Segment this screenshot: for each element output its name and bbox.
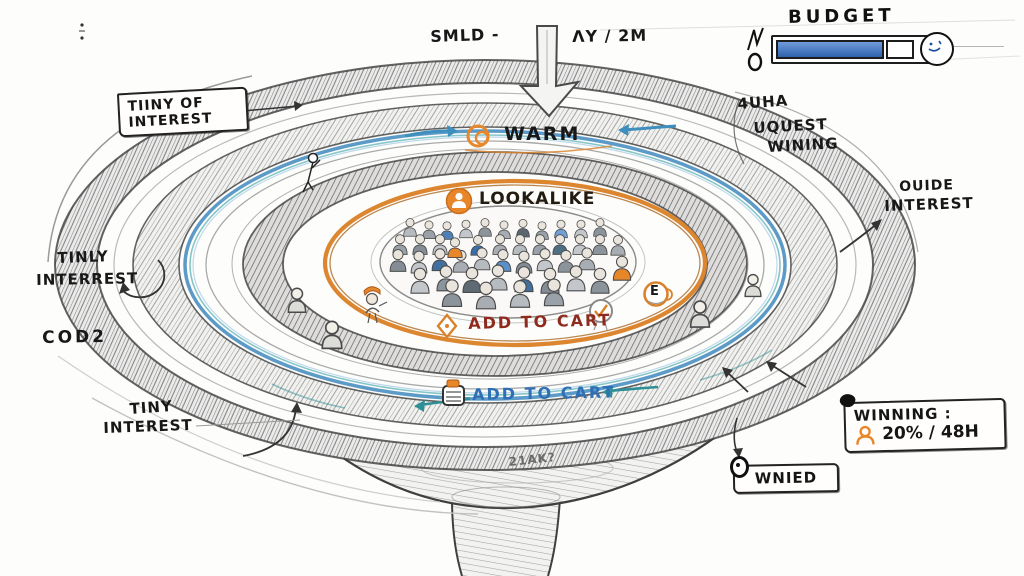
annotation-right-mid-2: WINING bbox=[767, 134, 839, 156]
budget-title: BUDGET bbox=[787, 5, 895, 28]
e-badge-icon bbox=[643, 281, 673, 307]
annotation-left-code: COD2 bbox=[42, 326, 108, 348]
pencil-rings bbox=[53, 59, 917, 471]
cart-box-icon bbox=[442, 379, 465, 406]
budget-bar-segment bbox=[886, 40, 914, 59]
warm-icon bbox=[466, 124, 490, 148]
add-to-cart-diamond-icon bbox=[436, 313, 458, 339]
top-arrow-left-label: SMLD - bbox=[430, 24, 500, 46]
e-badge-label: E bbox=[650, 284, 660, 299]
annotation-bottom-left-1: TINY bbox=[129, 396, 174, 418]
wnied-target-doodle bbox=[730, 456, 749, 478]
stick-figure-icon bbox=[302, 152, 321, 193]
wnied-label: WNIED bbox=[754, 468, 818, 488]
top-entry-arrow bbox=[518, 25, 581, 118]
add-to-cart-outer-label: ADD TO CART bbox=[472, 382, 616, 404]
add-to-cart-inner-label: ADD TO CART bbox=[468, 310, 612, 333]
lookalike-label: LOOKALIKE bbox=[479, 189, 596, 209]
budget-clock-icon bbox=[920, 32, 954, 66]
audience-crowd bbox=[287, 218, 762, 350]
winning-value: 20% / 48H bbox=[881, 422, 980, 445]
annotation-arrows bbox=[79, 23, 882, 458]
budget-widget: BUDGET bbox=[744, 2, 1022, 82]
annotation-left-mid-1: TINLY bbox=[57, 247, 110, 267]
lookalike-ring-orange bbox=[322, 178, 708, 348]
budget-bar bbox=[771, 35, 935, 64]
budget-bar-fill bbox=[776, 40, 884, 59]
annotation-bottom-left-2: INTEREST bbox=[103, 415, 194, 437]
annotation-left-mid-2: INTERREST bbox=[36, 269, 139, 289]
tiny-of-interest-box: TIINY OF INTEREST bbox=[116, 86, 250, 138]
orange-hat-person-icon bbox=[363, 286, 388, 324]
annotation-right-top: 4UHA bbox=[737, 91, 789, 113]
winning-box: WINNING : 20% / 48H bbox=[843, 397, 1007, 454]
warm-label: WARM bbox=[504, 123, 581, 145]
lookalike-icon bbox=[445, 187, 473, 215]
budget-scribble-icon bbox=[747, 27, 764, 72]
check-circle-icon bbox=[589, 299, 613, 331]
warm-flow-arrows bbox=[404, 124, 677, 154]
top-arrow-right-label: ΛY / 2M bbox=[572, 25, 648, 46]
winning-person-icon bbox=[856, 426, 875, 446]
budget-guide-line bbox=[934, 46, 1004, 47]
crowd-ellipse-outer bbox=[370, 200, 646, 324]
annotation-right-outer-1: OUIDE bbox=[899, 177, 955, 195]
annotation-right-outer-2: INTEREST bbox=[884, 193, 975, 215]
